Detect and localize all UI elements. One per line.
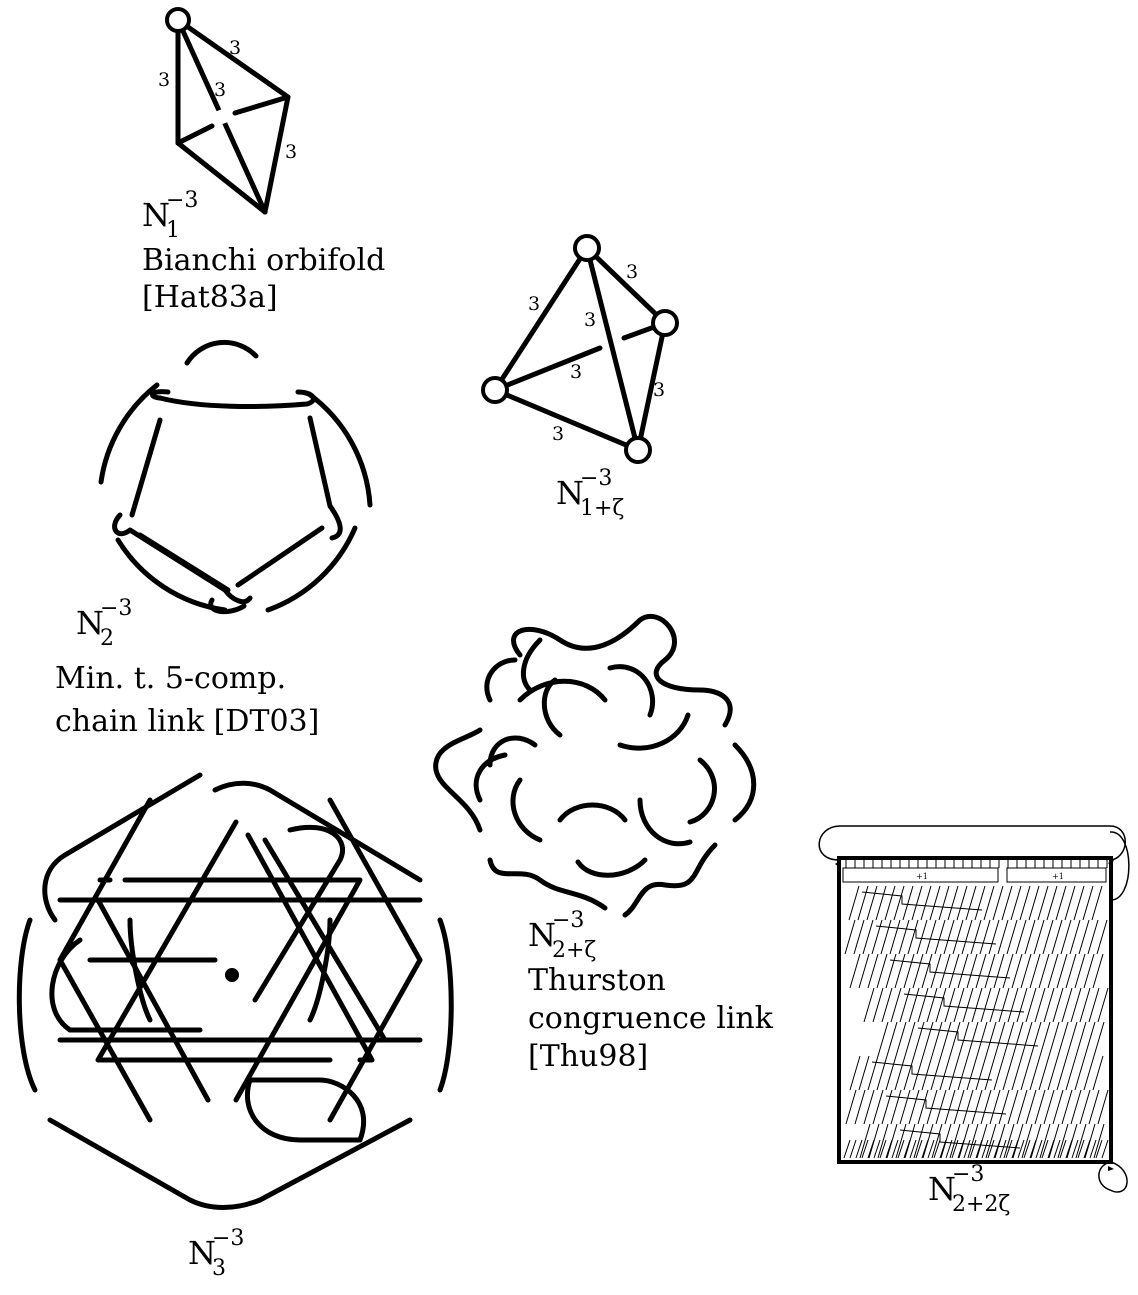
n1-caption-line1: Bianchi orbifold — [142, 244, 385, 278]
closure-loop-bottom — [1099, 1162, 1127, 1192]
n1-edge — [178, 126, 212, 143]
n1-edge — [235, 97, 288, 113]
n2z-caption-line2: congruence link — [528, 1002, 773, 1036]
edge-label: 3 — [528, 293, 540, 315]
n1z-vertex-cusp — [483, 378, 507, 402]
n2z-caption-line1: Thurston — [528, 964, 666, 998]
twist-label: +1 — [1052, 872, 1064, 881]
edge-label: 3 — [653, 379, 665, 401]
n1z-tetrahedron: 3 3 3 3 3 3 — [483, 236, 677, 462]
twist-label: +1 — [916, 872, 928, 881]
n1-vertex-cusp — [167, 9, 189, 31]
n2z-thurston-link — [436, 616, 754, 915]
n22z-braid-diagram: +1 +1 — [819, 826, 1129, 1192]
edge-label: 3 — [214, 79, 226, 101]
n1-caption-line2: [Hat83a] — [142, 281, 278, 315]
n3-center-dot — [225, 968, 239, 982]
n2-caption-line2: chain link [DT03] — [55, 705, 319, 739]
closure-loop-top — [819, 826, 1125, 860]
n3-link — [19, 775, 451, 1208]
edge-label: 3 — [584, 309, 596, 331]
edge-label: 3 — [626, 261, 638, 283]
edge-label: 3 — [285, 141, 297, 163]
edge-label: 3 — [552, 423, 564, 445]
edge-label: 3 — [229, 37, 241, 59]
n2-caption-line1: Min. t. 5-comp. — [55, 662, 286, 696]
n1z-edge — [495, 390, 638, 450]
edge-label: 3 — [158, 69, 170, 91]
n2z-caption-line3: [Thu98] — [528, 1040, 648, 1074]
n2-chain-link — [101, 342, 370, 611]
n1-tetrahedron: 3 3 3 3 — [158, 9, 297, 212]
edge-label: 3 — [570, 361, 582, 383]
n1z-vertex-cusp — [575, 236, 599, 260]
n1z-vertex-cusp — [653, 311, 677, 335]
n1z-vertex-cusp — [626, 438, 650, 462]
